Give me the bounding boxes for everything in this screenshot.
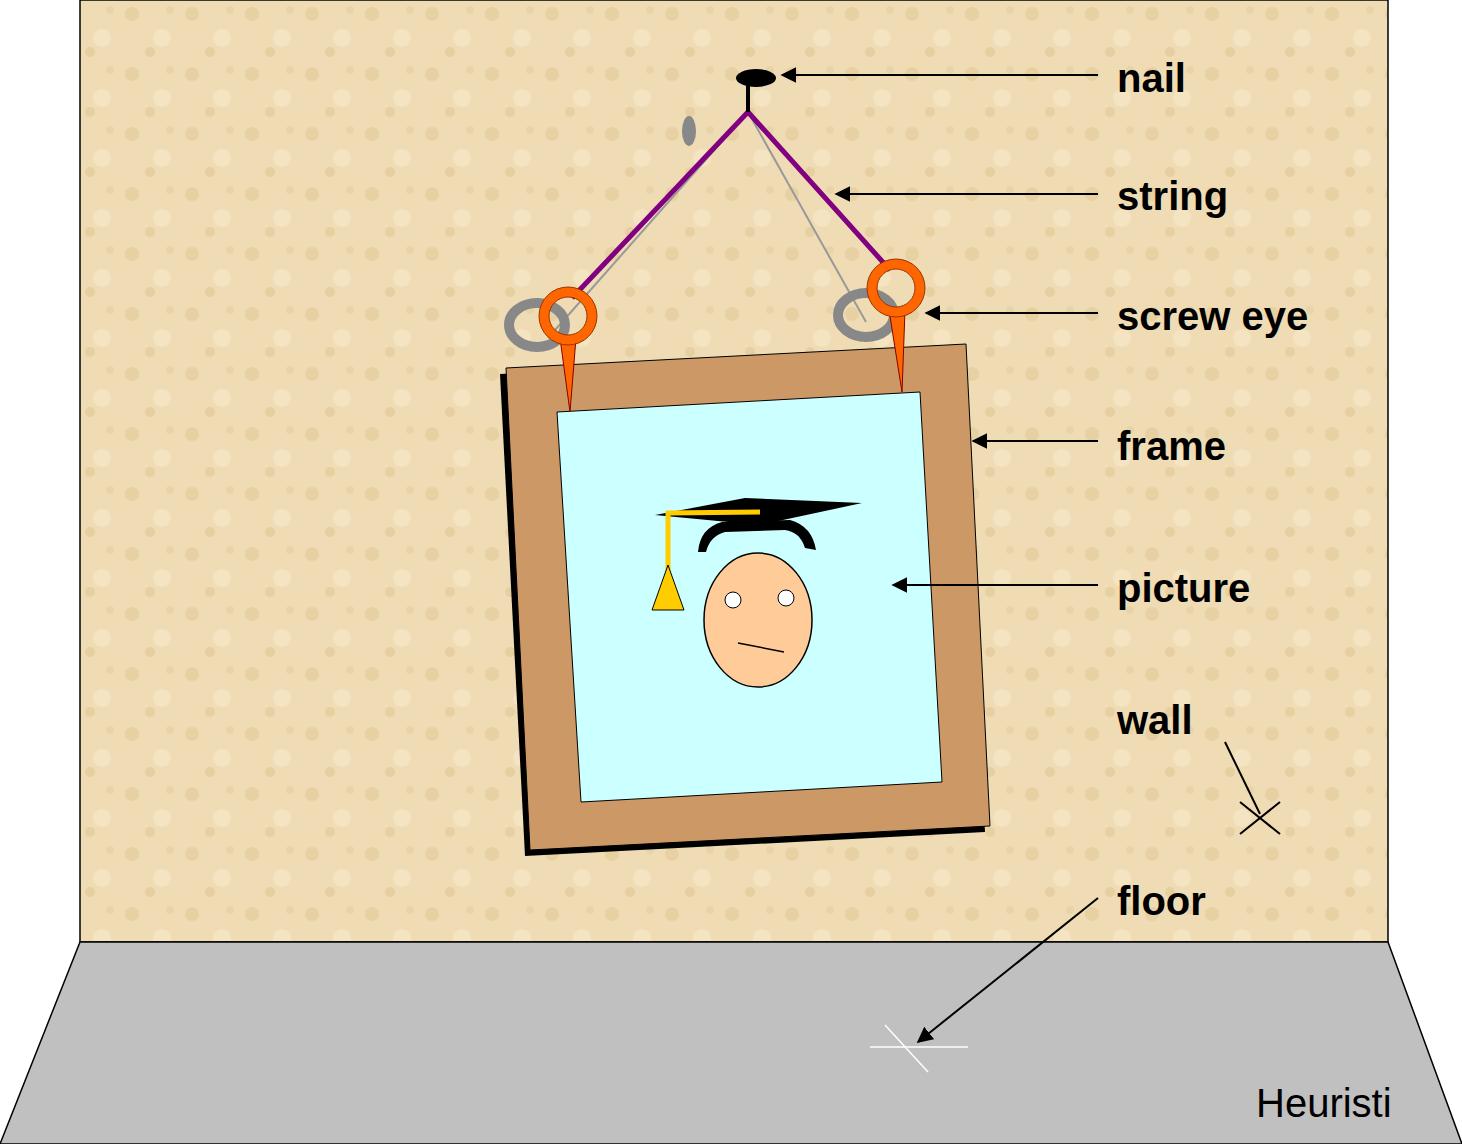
floor xyxy=(0,942,1462,1144)
part-label: nail xyxy=(1117,58,1186,98)
floor-mark xyxy=(870,1025,968,1072)
screw-eye xyxy=(544,292,592,340)
frame xyxy=(506,344,990,850)
nail-shadow xyxy=(682,116,696,146)
tassel xyxy=(652,565,684,610)
face xyxy=(704,553,812,687)
part-label: string xyxy=(1117,176,1228,216)
part-label: screw eye xyxy=(1117,296,1308,336)
part-label: wall xyxy=(1117,700,1193,740)
nail xyxy=(736,69,776,87)
leader-lines xyxy=(782,75,1280,1042)
picture xyxy=(557,392,942,802)
screw-eye xyxy=(872,264,920,312)
part-label: floor xyxy=(1117,881,1206,921)
part-label: frame xyxy=(1117,426,1226,466)
part-label: picture xyxy=(1117,568,1250,608)
wall xyxy=(80,0,1388,942)
footer-title: Heuristi xyxy=(1256,1083,1392,1123)
string xyxy=(572,112,890,298)
